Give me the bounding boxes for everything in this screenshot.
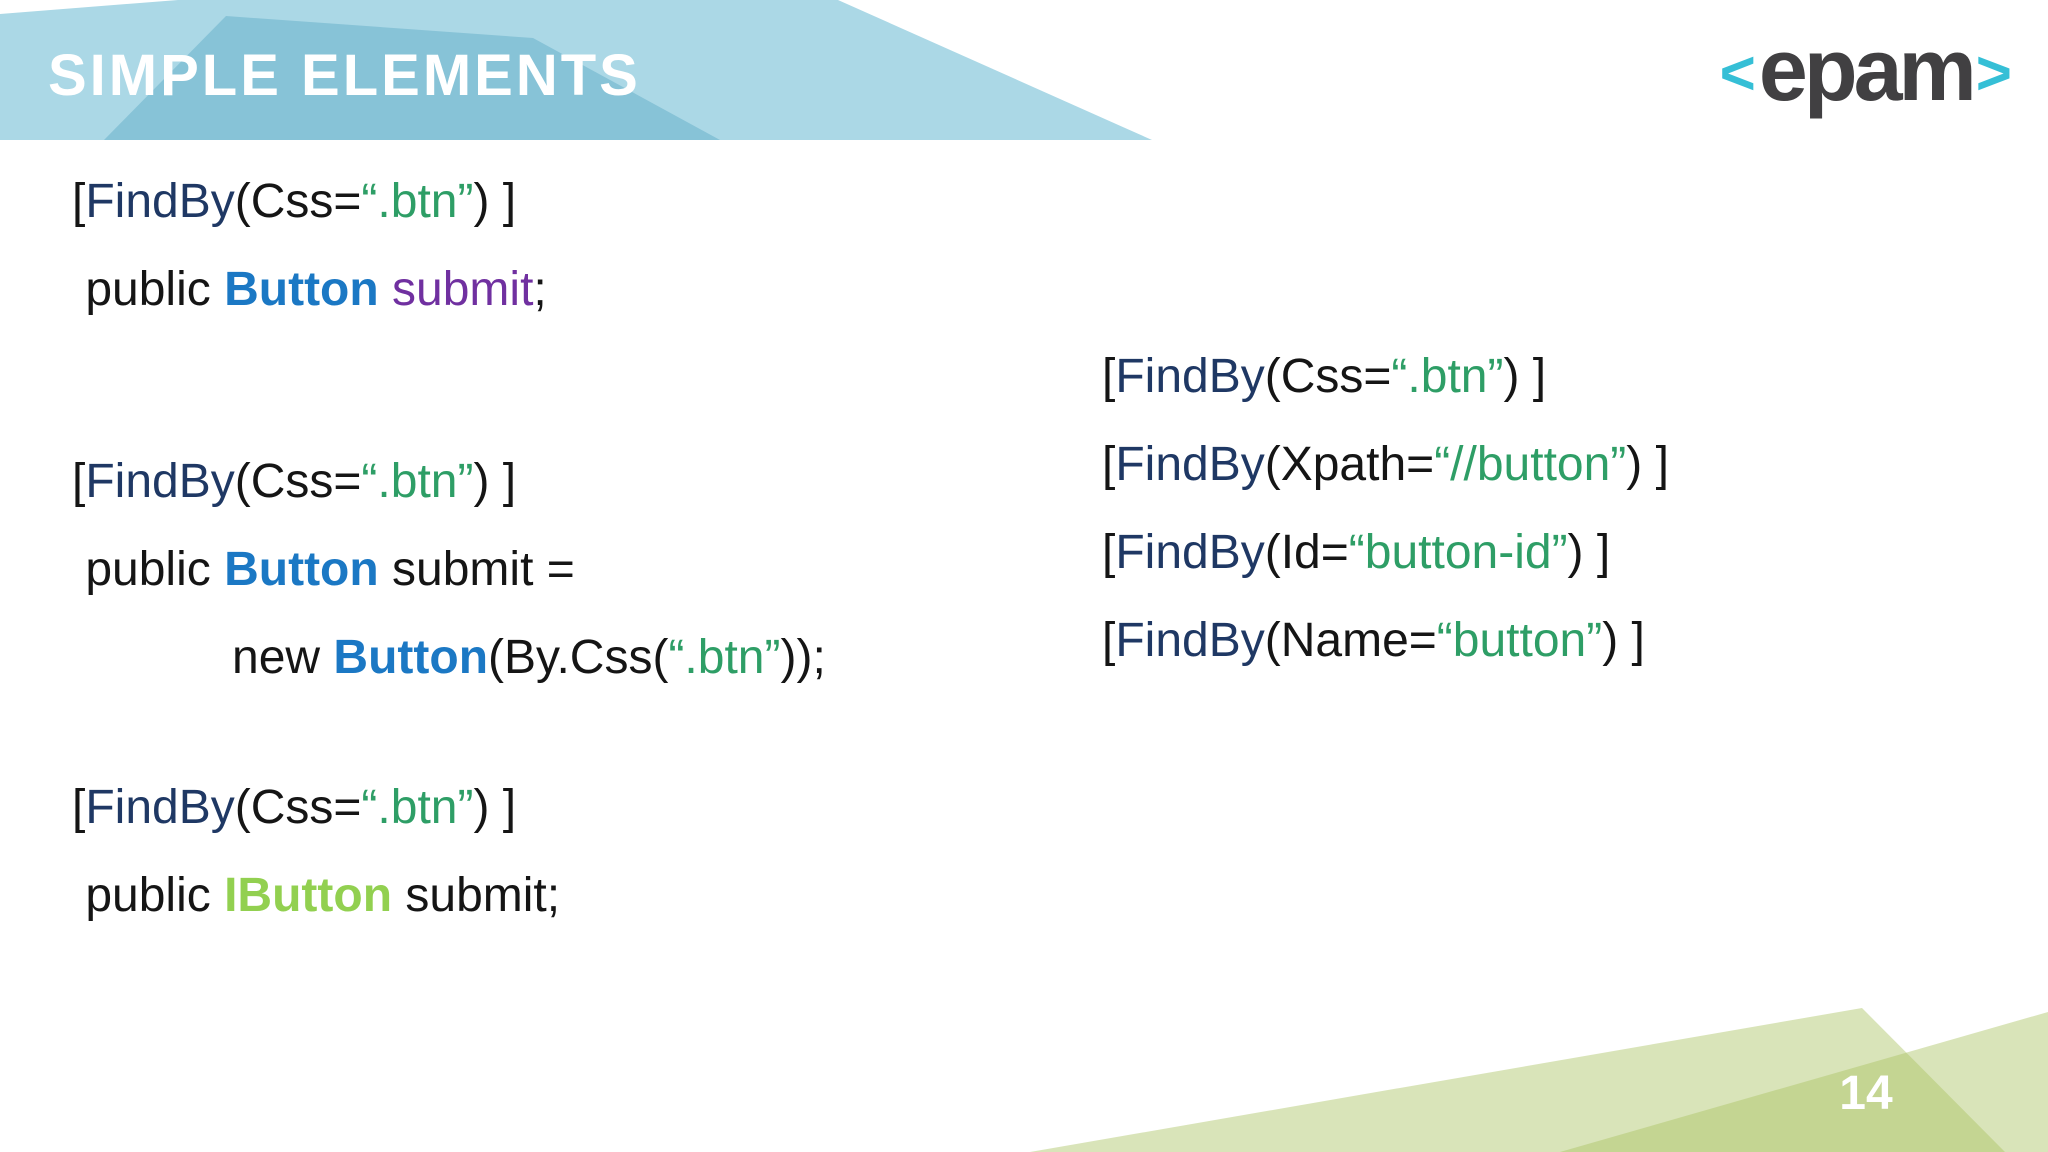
code-token-string: “.btn” xyxy=(668,631,781,684)
code-token-string: “.btn” xyxy=(1391,350,1504,403)
code-token-plain: [ xyxy=(72,175,86,228)
page-number: 14 xyxy=(1839,1067,1893,1120)
code-token-plain: ) ] xyxy=(473,175,517,228)
code-token-annotation: FindBy xyxy=(85,781,235,834)
code-token-plain: (Css= xyxy=(234,175,362,228)
code-block-declaration-interface: [FindBy(Css=“.btn”) ] public IButton sub… xyxy=(72,764,560,940)
code-token-plain: (By.Css( xyxy=(488,631,669,684)
code-line: [FindBy(Css=“.btn”) ] xyxy=(72,438,826,526)
code-token-plain: [ xyxy=(1102,614,1116,667)
code-token-plain xyxy=(379,263,392,316)
code-line: [FindBy(Xpath=“//button”) ] xyxy=(1102,421,1669,509)
code-line: public Button submit; xyxy=(72,246,547,334)
logo-left-bracket-icon: < xyxy=(1719,39,1756,108)
code-token-annotation: FindBy xyxy=(1115,526,1265,579)
logo-wordmark: epam xyxy=(1758,20,1977,119)
code-block-findby-variants: [FindBy(Css=“.btn”) ][FindBy(Xpath=“//bu… xyxy=(1102,333,1669,685)
code-token-annotation: FindBy xyxy=(85,175,235,228)
code-token-interface: IButton xyxy=(224,869,393,922)
code-token-type: Button xyxy=(224,263,379,316)
code-token-plain: new xyxy=(72,631,334,684)
code-line: public IButton submit; xyxy=(72,852,560,940)
code-token-annotation: FindBy xyxy=(1115,438,1265,491)
code-token-plain: (Css= xyxy=(234,781,362,834)
code-token-field: submit xyxy=(392,263,534,316)
code-token-plain: [ xyxy=(72,781,86,834)
code-token-string: “.btn” xyxy=(361,781,474,834)
code-line: [FindBy(Id=“button-id”) ] xyxy=(1102,509,1669,597)
code-line: [FindBy(Css=“.btn”) ] xyxy=(1102,333,1669,421)
epam-logo: < epam > xyxy=(1719,26,2012,118)
code-line: [FindBy(Name=“button”) ] xyxy=(1102,597,1669,685)
code-token-type: Button xyxy=(333,631,489,684)
code-token-plain: [ xyxy=(72,455,86,508)
code-token-string: “.btn” xyxy=(361,175,474,228)
code-token-annotation: FindBy xyxy=(1115,350,1265,403)
code-token-plain: ) ] xyxy=(1567,526,1611,579)
code-token-plain: ) ] xyxy=(473,781,517,834)
code-token-string: “//button” xyxy=(1434,438,1627,491)
code-token-plain: )); xyxy=(780,631,826,684)
code-token-plain: (Id= xyxy=(1264,526,1349,579)
code-line: new Button(By.Css(“.btn”)); xyxy=(72,614,826,702)
code-token-annotation: FindBy xyxy=(85,455,235,508)
code-token-string: “button” xyxy=(1436,614,1603,667)
code-token-plain: [ xyxy=(1102,526,1116,579)
code-token-string: “.btn” xyxy=(361,455,474,508)
code-token-plain: (Css= xyxy=(234,455,362,508)
code-token-plain: submit = xyxy=(378,543,575,596)
code-token-plain: (Css= xyxy=(1264,350,1392,403)
code-token-plain: ) ] xyxy=(1602,614,1645,667)
code-token-plain: public xyxy=(72,869,225,922)
logo-right-bracket-icon: > xyxy=(1975,39,2012,108)
code-token-plain: ) ] xyxy=(473,455,517,508)
code-block-declaration-annotation: [FindBy(Css=“.btn”) ] public Button subm… xyxy=(72,158,547,334)
code-token-plain: (Xpath= xyxy=(1264,438,1435,491)
code-token-annotation: FindBy xyxy=(1115,614,1265,667)
code-token-plain: [ xyxy=(1102,350,1116,403)
code-token-type: Button xyxy=(224,543,379,596)
code-token-plain: ; xyxy=(533,263,547,316)
code-line: [FindBy(Css=“.btn”) ] xyxy=(72,158,547,246)
code-token-plain: public xyxy=(72,543,225,596)
page-title: SIMPLE ELEMENTS xyxy=(48,43,641,108)
code-token-plain: public xyxy=(72,263,225,316)
code-line: public Button submit = xyxy=(72,526,826,614)
code-token-string: “button-id” xyxy=(1348,526,1568,579)
code-token-plain: [ xyxy=(1102,438,1116,491)
code-token-plain: ) ] xyxy=(1503,350,1547,403)
code-line: [FindBy(Css=“.btn”) ] xyxy=(72,764,560,852)
code-token-plain: submit; xyxy=(392,869,561,922)
code-token-plain: (Name= xyxy=(1264,614,1437,667)
code-block-declaration-initialization: [FindBy(Css=“.btn”) ] public Button subm… xyxy=(72,438,826,702)
code-token-plain: ) ] xyxy=(1626,438,1669,491)
